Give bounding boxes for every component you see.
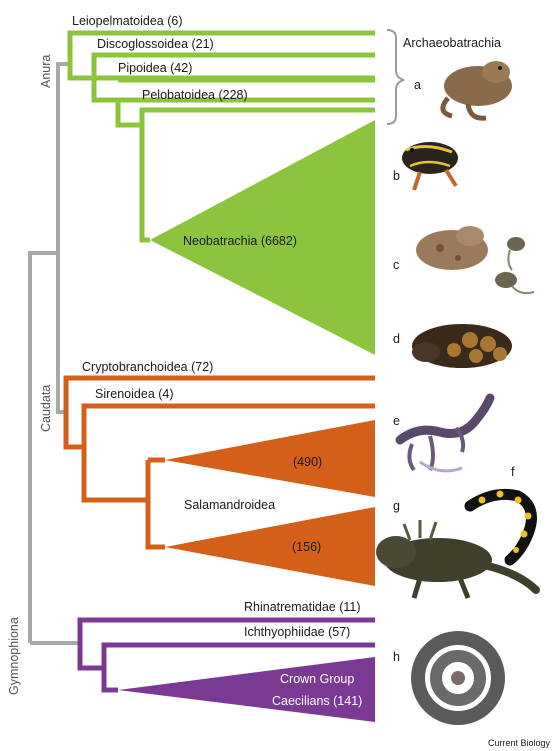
taxon-crown-caecilians-line1: Crown Group (280, 672, 354, 686)
photo-c-frog-tadpoles (416, 226, 534, 293)
taxon-salamandroidea-lower-count: (156) (292, 540, 321, 554)
taxon-leiopelmatoidea: Leiopelmatoidea (6) (72, 14, 183, 28)
photo-letter-f: f (511, 465, 515, 479)
archaeobatrachia-brace (387, 30, 404, 124)
salamandroidea-wedge-upper (165, 420, 375, 497)
photo-letter-e: e (393, 414, 400, 428)
taxon-crown-caecilians-line2: Caecilians (141) (272, 694, 362, 708)
crown-caecilians-wedge (118, 657, 375, 722)
taxon-sirenoidea: Sirenoidea (4) (95, 387, 174, 401)
backbone-root (30, 64, 70, 643)
credit-label: Current Biology (488, 738, 551, 748)
photo-e-salamander (400, 398, 490, 471)
photo-b-frog (402, 142, 458, 190)
photo-d-frog-with-eggs (412, 324, 512, 368)
photo-letter-g: g (393, 499, 400, 513)
taxon-pipoidea: Pipoidea (42) (118, 61, 192, 75)
taxon-neobatrachia: Neobatrachia (6682) (183, 234, 297, 248)
photo-letter-a: a (414, 78, 421, 92)
taxon-salamandroidea: Salamandroidea (184, 498, 275, 512)
taxon-discoglossoidea: Discoglossoidea (21) (97, 37, 214, 51)
photo-letter-h: h (393, 650, 400, 664)
group-label-caudata: Caudata (39, 385, 53, 432)
taxon-cryptobranchoidea: Cryptobranchoidea (72) (82, 360, 213, 374)
branch-salamandroidea (148, 460, 165, 547)
photo-a-frog (443, 61, 512, 118)
group-label-gymnophiona: Gymnophiona (7, 617, 21, 695)
group-label-anura: Anura (39, 55, 53, 88)
anura-clade (70, 33, 375, 355)
taxon-rhinatrematidae: Rhinatrematidae (11) (244, 600, 361, 614)
taxon-salamandroidea-upper-count: (490) (293, 455, 322, 469)
taxon-ichthyophiidae: Ichthyophiidae (57) (244, 625, 350, 639)
taxon-pelobatoidea: Pelobatoidea (228) (142, 88, 248, 102)
photo-h-caecilian (418, 638, 498, 718)
photo-letter-c: c (393, 258, 399, 272)
photo-letter-d: d (393, 332, 400, 346)
archaeobatrachia-label: Archaeobatrachia (403, 36, 501, 50)
caudata-clade (66, 378, 375, 586)
photo-letter-b: b (393, 169, 400, 183)
salamandroidea-wedge-lower (165, 507, 375, 586)
